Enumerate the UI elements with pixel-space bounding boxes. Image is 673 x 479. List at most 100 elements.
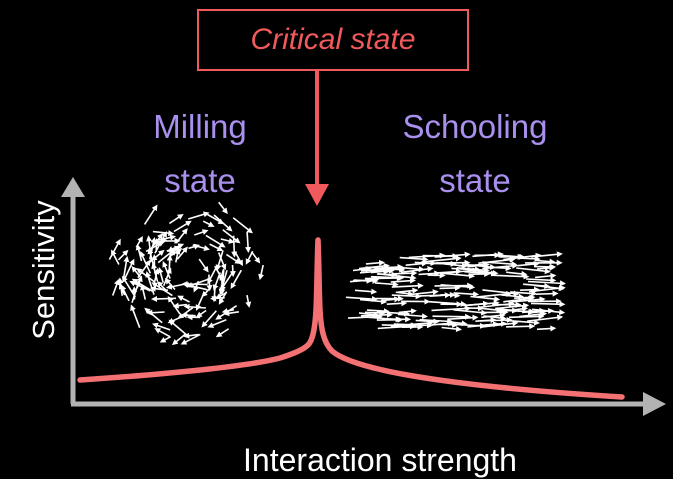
fish-arrow: [153, 298, 176, 299]
fish-arrow: [399, 311, 415, 313]
fish-arrow: [440, 288, 459, 289]
fish-arrow: [493, 268, 509, 269]
x-axis-arrowhead: [643, 392, 666, 416]
fish-arrow: [375, 283, 397, 285]
fish-arrow: [132, 306, 140, 327]
fish-arrow: [517, 264, 537, 266]
fish-arrow: [214, 285, 215, 301]
fish-arrow: [535, 276, 554, 278]
fish-arrow: [153, 232, 172, 234]
fish-arrow: [198, 311, 207, 317]
critical-state-box: Critical state: [197, 9, 469, 71]
y-axis-label: Sensitivity: [26, 200, 62, 340]
fish-arrow: [169, 215, 182, 223]
critical-state-label: Critical state: [250, 23, 415, 57]
fish-arrow: [175, 305, 187, 307]
fish-arrow: [160, 269, 164, 283]
fish-arrow: [247, 295, 249, 306]
fish-arrow: [528, 282, 564, 284]
fish-arrow: [166, 280, 175, 290]
fish-arrow: [209, 275, 210, 290]
schooling-swarm-arrows: [346, 254, 564, 330]
fish-arrow: [506, 326, 533, 327]
fish-arrow: [199, 259, 207, 271]
fish-arrow: [394, 273, 416, 274]
fish-arrow: [420, 295, 454, 296]
fish-arrow: [179, 297, 190, 302]
fish-arrow: [447, 324, 484, 326]
fish-arrow: [536, 261, 554, 262]
fish-arrow: [442, 273, 474, 276]
y-axis-arrowhead: [61, 177, 85, 197]
fish-arrow: [367, 310, 388, 311]
fish-arrow: [398, 290, 417, 292]
fish-arrow: [355, 290, 375, 292]
fish-arrow: [170, 321, 188, 336]
fish-arrow: [203, 221, 213, 226]
fish-arrow: [162, 337, 171, 342]
fish-arrow: [252, 252, 259, 262]
fish-arrow: [398, 314, 426, 316]
fish-arrow: [209, 320, 226, 327]
fish-arrow: [448, 317, 477, 319]
milling-state-label: Milling state: [125, 100, 275, 208]
fish-arrow: [424, 258, 460, 262]
fish-arrow: [218, 329, 229, 336]
fish-arrow: [454, 293, 478, 295]
fish-arrow: [183, 315, 196, 316]
fish-arrow: [112, 251, 119, 264]
fish-arrow: [536, 294, 557, 295]
fish-arrow: [366, 263, 383, 264]
fish-arrow: [188, 213, 207, 219]
fish-arrow: [233, 265, 234, 275]
fish-arrow: [387, 303, 405, 304]
x-axis-label: Interaction strength: [243, 442, 517, 479]
fish-arrow: [392, 286, 422, 288]
fish-arrow: [365, 312, 383, 313]
fish-arrow: [401, 268, 423, 270]
fish-arrow: [410, 323, 432, 325]
fish-arrow: [531, 303, 564, 304]
fish-arrow: [260, 265, 263, 278]
fish-arrow: [382, 325, 415, 326]
fish-arrow: [537, 328, 554, 329]
fish-arrow: [206, 235, 224, 246]
fish-arrow: [406, 263, 426, 265]
critical-pointer-arrow: [305, 71, 329, 206]
fish-arrow: [221, 239, 233, 242]
fish-arrow: [408, 292, 437, 295]
fish-arrow: [113, 281, 119, 296]
fish-arrow: [520, 290, 538, 291]
fish-arrow: [537, 268, 553, 270]
fish-arrow: [156, 329, 170, 337]
fish-arrow: [371, 277, 403, 278]
fish-arrow: [527, 317, 561, 321]
fish-arrow: [133, 268, 141, 279]
fish-arrow: [186, 307, 206, 309]
fish-arrow: [247, 232, 248, 251]
fish-arrow: [174, 222, 190, 232]
fish-arrow: [391, 280, 414, 282]
fish-arrow: [396, 292, 412, 294]
fish-arrow: [136, 238, 142, 248]
fish-arrow: [518, 258, 539, 259]
fish-arrow: [122, 286, 129, 300]
fish-arrow: [433, 316, 470, 317]
fish-arrow: [194, 231, 206, 235]
fish-arrow: [119, 251, 128, 259]
fish-arrow: [392, 295, 420, 296]
fish-arrow: [361, 315, 391, 316]
fish-arrow: [501, 295, 522, 297]
fish-arrow: [197, 292, 205, 309]
fish-arrow: [491, 275, 527, 277]
fish-arrow: [442, 328, 460, 330]
fish-arrow: [233, 218, 251, 232]
milling-swarm-arrows: [109, 202, 263, 344]
fish-arrow: [506, 272, 525, 274]
fish-arrow: [146, 309, 162, 323]
fish-arrow: [210, 244, 222, 250]
fish-arrow: [214, 215, 231, 230]
fish-arrow: [526, 279, 554, 280]
schooling-state-label: Schooling state: [370, 100, 580, 208]
fish-arrow: [145, 206, 157, 224]
